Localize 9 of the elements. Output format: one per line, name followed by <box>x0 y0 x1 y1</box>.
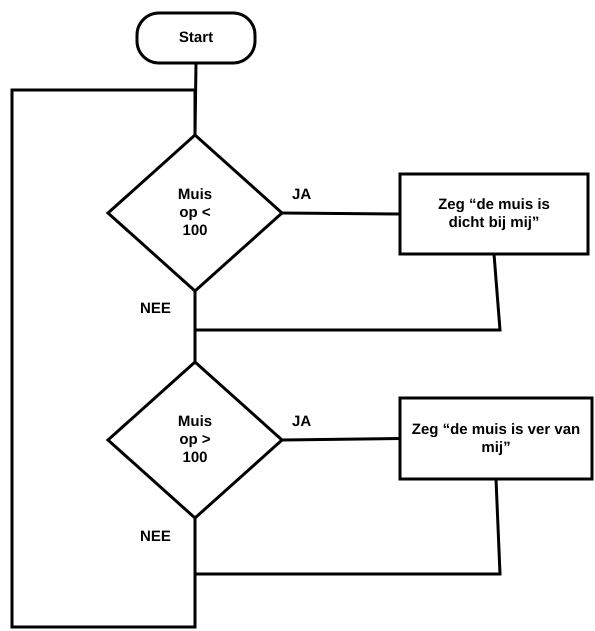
connector-line <box>282 212 400 216</box>
node-text: Zeg “de muis is ver van mij” <box>410 420 582 456</box>
node-text: Muis op < 100 <box>176 186 214 240</box>
connector-line <box>10 88 502 628</box>
node-text: Zeg “de muis is dicht bij mij” <box>437 196 551 232</box>
node-text: Start <box>178 29 214 47</box>
node-text: Muis op > 100 <box>176 413 214 467</box>
connector-line <box>194 254 502 362</box>
connector-line <box>282 437 400 442</box>
